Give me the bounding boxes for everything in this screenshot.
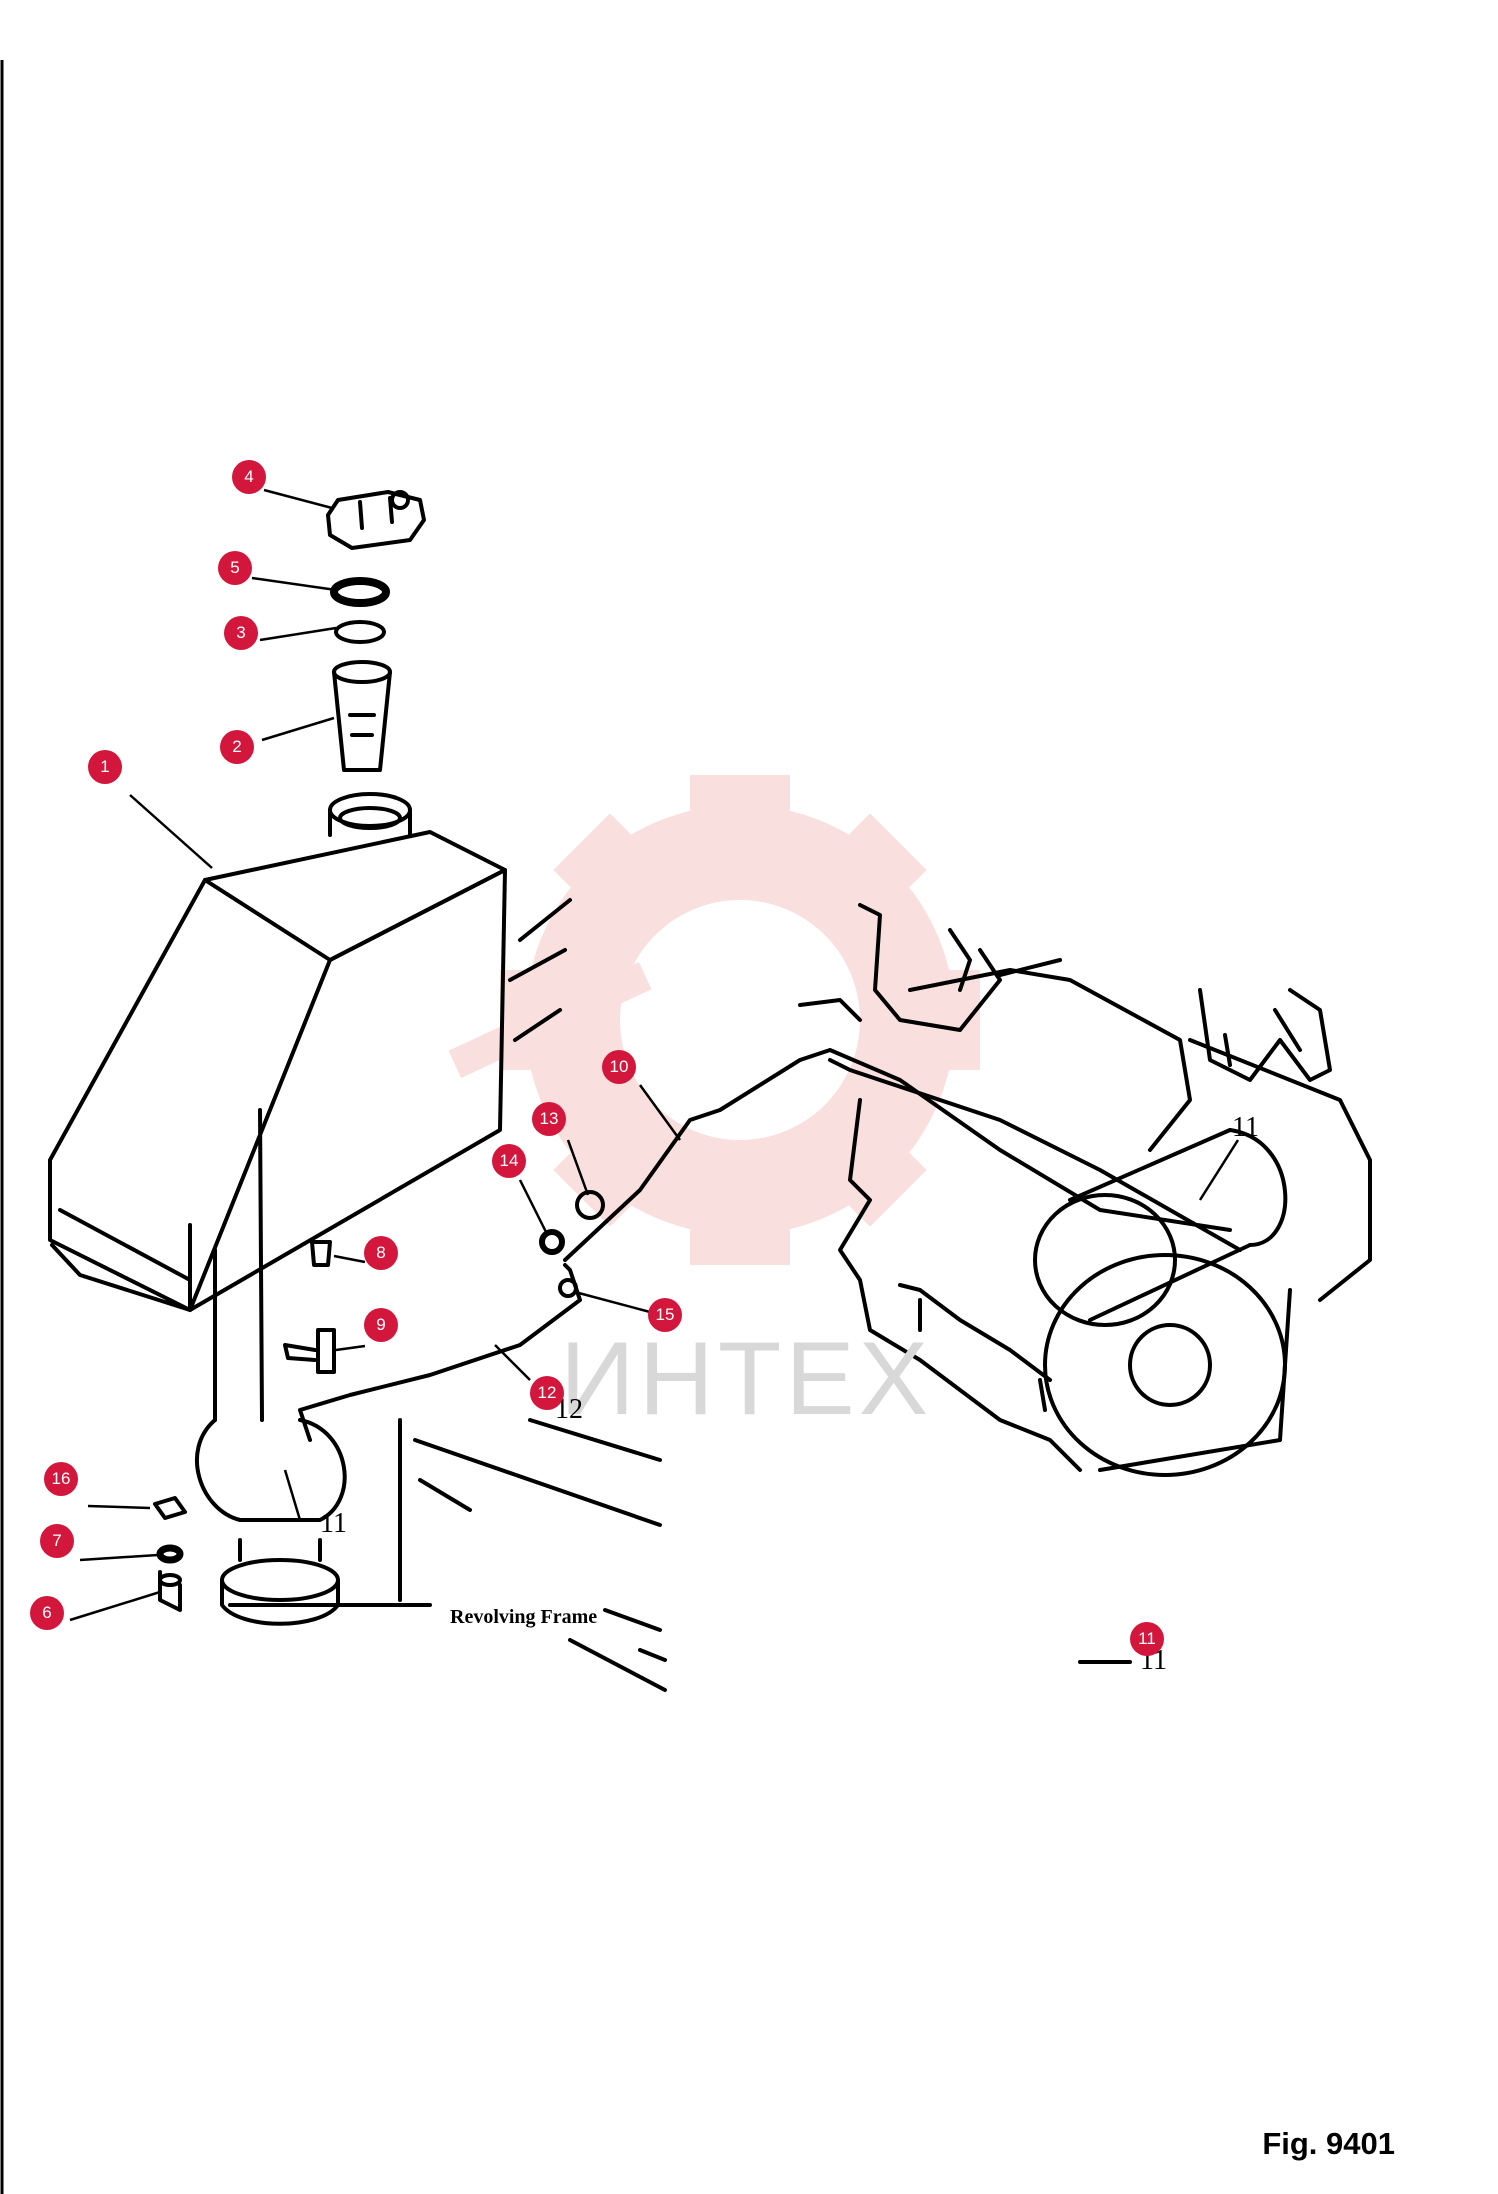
plug: [310, 1240, 332, 1267]
printed-part-number-11-drain: 11: [320, 1508, 347, 1539]
callout-8: 8: [364, 1236, 398, 1270]
hose-clamp: [283, 1328, 336, 1374]
callout-14: 14: [492, 1144, 526, 1178]
gasket: [330, 577, 390, 607]
gasket-14: [539, 1229, 565, 1255]
fuel-line: [298, 1048, 1242, 1442]
revolving-frame: [228, 898, 667, 1692]
callout-5: 5: [218, 551, 252, 585]
callout-9: 9: [364, 1308, 398, 1342]
callout-1: 1: [88, 750, 122, 784]
clip: [153, 1496, 187, 1520]
callout-2: 2: [220, 730, 254, 764]
strainer: [332, 660, 392, 772]
filler-cap: [326, 490, 426, 550]
callout-11: 11: [1130, 1622, 1164, 1656]
drain-elbow: [195, 1108, 347, 1626]
callout-4: 4: [232, 460, 266, 494]
engine: [798, 903, 1372, 1477]
clip-15: [558, 1278, 578, 1298]
bolt: [158, 1570, 182, 1612]
banjo-bolt: [575, 1190, 605, 1220]
callout-6: 6: [30, 1596, 64, 1630]
watermark-text: ИНТЕХ: [560, 1321, 933, 1437]
fuel-tank: [48, 792, 507, 1312]
callout-12: 12: [530, 1376, 564, 1410]
callout-3: 3: [224, 616, 258, 650]
callout-10: 10: [602, 1050, 636, 1084]
washer: [156, 1544, 184, 1564]
figure-label: Fig. 9401: [1262, 2126, 1395, 2161]
printed-part-number-11-engine: 11: [1232, 1112, 1259, 1143]
leader-lines: [69, 488, 1240, 1622]
frame-caption: Revolving Frame: [450, 1606, 598, 1628]
callout-16: 16: [44, 1462, 78, 1496]
callout-13: 13: [532, 1102, 566, 1136]
callout-7: 7: [40, 1524, 74, 1558]
o-ring: [334, 620, 386, 644]
callout-15: 15: [648, 1298, 682, 1332]
